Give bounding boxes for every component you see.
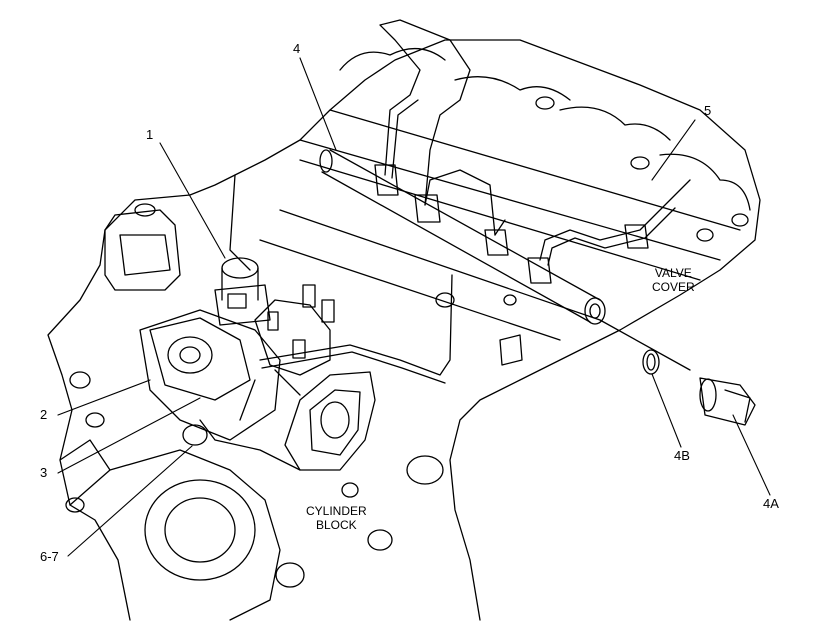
valve-cover [339, 48, 751, 242]
pressure-sensor [599, 319, 756, 426]
cylinder-block-note-line1: CYLINDER [306, 504, 367, 518]
front-housing [59, 371, 305, 621]
callout-4a: 4A [763, 496, 779, 511]
fuel-pump-body [139, 257, 335, 441]
callout-4: 4 [293, 41, 301, 56]
valve-cover-note: VALVE COVER [652, 266, 695, 294]
valve-cover-note-line1: VALVE [654, 266, 692, 280]
leader-2 [57, 379, 151, 416]
callout-1: 1 [146, 127, 154, 142]
block-bosses [341, 292, 523, 551]
leader-4a [732, 414, 771, 496]
oil-filler-cap [104, 203, 181, 291]
injector-nuts [374, 164, 649, 284]
leader-4 [299, 57, 337, 151]
cylinder-block-note: CYLINDER BLOCK [306, 504, 367, 532]
callout-4b: 4B [674, 448, 690, 463]
cylinder-block-note-line2: BLOCK [316, 518, 357, 532]
leader-1 [159, 142, 226, 259]
leader-4b [651, 373, 682, 448]
injector-lines [379, 19, 691, 266]
callout-2: 2 [40, 407, 48, 422]
fuel-rail [319, 149, 606, 325]
pump-drive-gear [182, 369, 376, 471]
fuel-return-line [259, 274, 453, 384]
leader-3 [57, 397, 201, 474]
callout-3: 3 [40, 465, 48, 480]
callout-5: 5 [704, 103, 712, 118]
leader-6-7 [67, 445, 193, 557]
o-ring [642, 349, 660, 375]
callout-6-7: 6-7 [40, 549, 59, 564]
engine-block-outline [47, 39, 761, 621]
valve-cover-note-line2: COVER [652, 280, 695, 294]
leader-5 [651, 119, 696, 181]
leader-lines [57, 57, 771, 557]
